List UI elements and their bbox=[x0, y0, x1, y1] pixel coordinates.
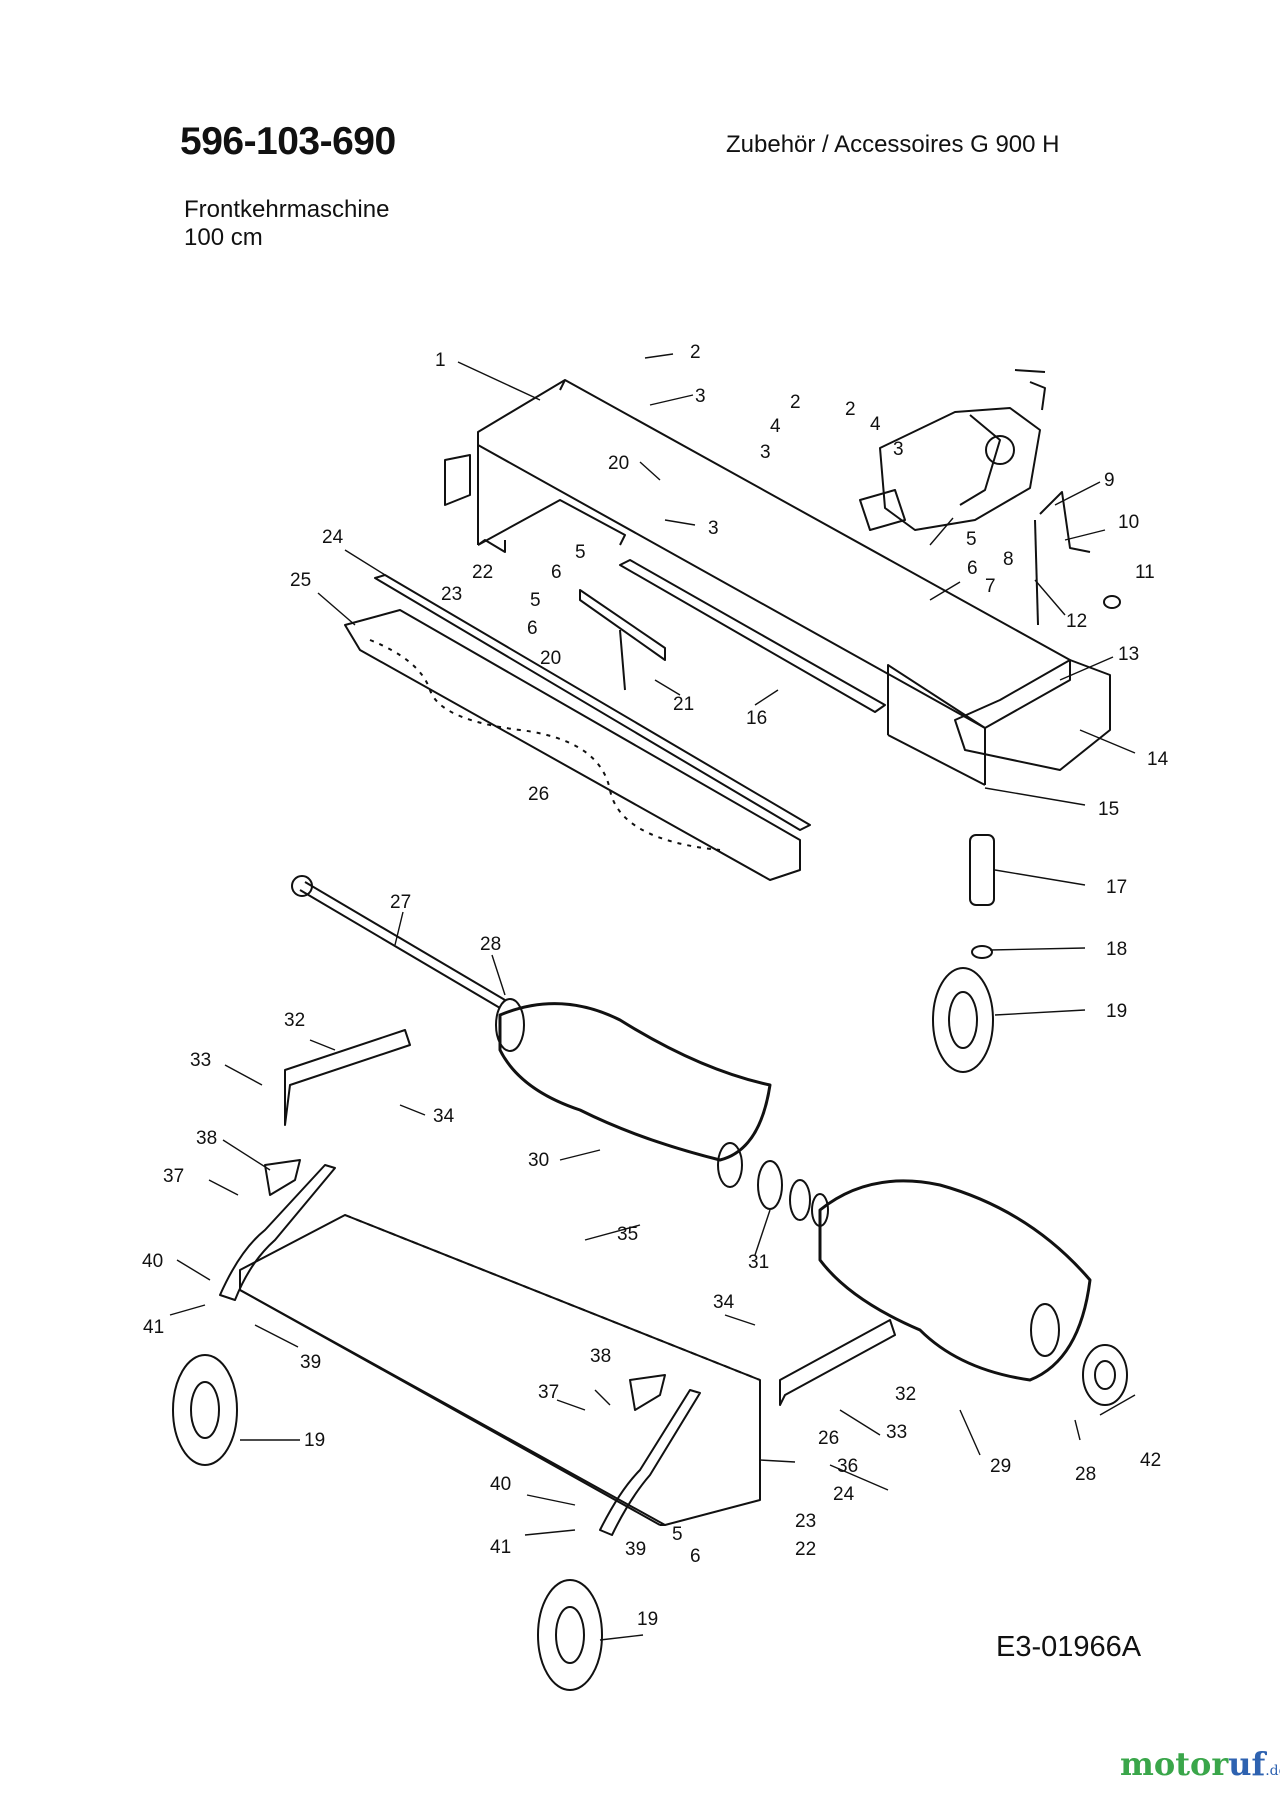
callout-label: 12 bbox=[1066, 611, 1087, 632]
callout-label: 36 bbox=[837, 1456, 858, 1477]
caster-wheel-left bbox=[172, 1354, 238, 1466]
bracket-left bbox=[284, 1029, 411, 1126]
callout-label: 23 bbox=[441, 584, 462, 605]
gearbox bbox=[879, 407, 1041, 531]
callout-label: 13 bbox=[1118, 644, 1139, 665]
assembly-name: Frontkehrmaschine bbox=[184, 196, 390, 223]
callout-label: 2 bbox=[690, 342, 701, 363]
watermark-accent: uf bbox=[1228, 1745, 1266, 1783]
callout-label: 23 bbox=[795, 1511, 816, 1532]
callout-label: 8 bbox=[1003, 549, 1014, 570]
callout-label: 34 bbox=[713, 1292, 735, 1313]
callout-label: 3 bbox=[893, 439, 904, 460]
caster-wheel-right bbox=[932, 967, 994, 1073]
callout-label: 37 bbox=[163, 1166, 184, 1187]
callout-label: 2 bbox=[845, 399, 856, 420]
callout-label: 20 bbox=[540, 648, 561, 669]
brush-right bbox=[818, 1179, 1092, 1382]
watermark-main: motor bbox=[1120, 1745, 1229, 1783]
callout-label: 6 bbox=[551, 562, 562, 583]
callout-label: 31 bbox=[748, 1252, 769, 1273]
callout-label: 7 bbox=[985, 576, 996, 597]
callout-label: 5 bbox=[530, 590, 541, 611]
callout-label: 9 bbox=[1104, 470, 1115, 491]
callout-label: 32 bbox=[284, 1010, 305, 1031]
callout-label: 6 bbox=[690, 1546, 701, 1567]
callout-label: 41 bbox=[143, 1317, 164, 1338]
callout-label: 33 bbox=[886, 1422, 907, 1443]
callout-label: 22 bbox=[472, 562, 493, 583]
assembly-title: Frontkehrmaschine 100 cm bbox=[184, 196, 389, 252]
callout-label: 20 bbox=[608, 453, 629, 474]
callout-label: 24 bbox=[322, 527, 344, 548]
callout-label: 3 bbox=[695, 386, 706, 407]
callout-label: 28 bbox=[1075, 1464, 1096, 1485]
callout-label: 37 bbox=[538, 1382, 559, 1403]
callout-label: 22 bbox=[795, 1539, 816, 1560]
callout-label: 38 bbox=[196, 1128, 217, 1149]
callout-label: 5 bbox=[672, 1524, 683, 1545]
watermark-logo: motoruf.de bbox=[1120, 1745, 1280, 1783]
cover-plate bbox=[954, 659, 1111, 771]
part-number: 596-103-690 bbox=[180, 120, 396, 163]
callout-label: 38 bbox=[590, 1346, 611, 1367]
callout-label: 15 bbox=[1098, 799, 1119, 820]
callout-label: 42 bbox=[1140, 1450, 1161, 1471]
callout-label: 40 bbox=[490, 1474, 511, 1495]
callout-label: 11 bbox=[1135, 562, 1155, 583]
callout-label: 18 bbox=[1106, 939, 1127, 960]
callout-label: 6 bbox=[527, 618, 538, 639]
callout-label: 2 bbox=[790, 392, 801, 413]
callout-label: 27 bbox=[390, 892, 411, 913]
callout-label: 21 bbox=[673, 694, 694, 715]
callout-label: 10 bbox=[1118, 512, 1139, 533]
callout-label: 28 bbox=[480, 934, 501, 955]
callout-label: 3 bbox=[708, 518, 719, 539]
arm-left bbox=[219, 1164, 336, 1301]
callout-label: 34 bbox=[433, 1106, 455, 1127]
watermark-tld: .de bbox=[1265, 1763, 1280, 1779]
callout-label: 5 bbox=[575, 542, 586, 563]
drawing bbox=[169, 353, 1136, 1691]
bracket-right bbox=[779, 1319, 896, 1406]
callout-label: 30 bbox=[528, 1150, 549, 1171]
callout-label: 29 bbox=[990, 1456, 1011, 1477]
callout-label: 16 bbox=[746, 708, 767, 729]
callout-label: 19 bbox=[1106, 1001, 1127, 1022]
callout-label: 17 bbox=[1106, 877, 1127, 898]
callout-label: 26 bbox=[528, 784, 549, 805]
callout-label: 19 bbox=[304, 1430, 325, 1451]
callout-label: 41 bbox=[490, 1537, 511, 1558]
callout-label: 32 bbox=[895, 1384, 916, 1405]
skirt bbox=[344, 609, 801, 881]
drive-shaft bbox=[299, 889, 501, 1009]
callout-labels: 1 2 3 20 3 2 2 4 4 3 3 9 10 8 11 5 6 7 1… bbox=[142, 342, 1169, 1630]
callout-label: 24 bbox=[833, 1484, 855, 1505]
brush-left bbox=[498, 1002, 772, 1162]
callout-label: 40 bbox=[142, 1251, 163, 1272]
diagram-code: E3-01966A bbox=[996, 1631, 1142, 1663]
callout-label: 4 bbox=[770, 416, 781, 437]
callout-label: 39 bbox=[300, 1352, 321, 1373]
callout-label: 26 bbox=[818, 1428, 839, 1449]
callout-label: 35 bbox=[617, 1224, 638, 1245]
callout-label: 19 bbox=[637, 1609, 658, 1630]
category-label: Zubehör / Accessoires G 900 H bbox=[726, 131, 1060, 158]
callout-label: 39 bbox=[625, 1539, 646, 1560]
callout-label: 14 bbox=[1147, 749, 1169, 770]
assembly-width: 100 cm bbox=[184, 224, 263, 251]
callout-label: 5 bbox=[966, 529, 977, 550]
caster-wheel-front bbox=[537, 1579, 603, 1691]
callout-label: 1 bbox=[435, 350, 446, 371]
callout-label: 4 bbox=[870, 414, 881, 435]
callout-label: 33 bbox=[190, 1050, 211, 1071]
callout-label: 6 bbox=[967, 558, 978, 579]
callout-label: 25 bbox=[290, 570, 311, 591]
rubber-strip bbox=[374, 574, 811, 831]
arm-right bbox=[599, 1389, 701, 1536]
callout-label: 3 bbox=[760, 442, 771, 463]
